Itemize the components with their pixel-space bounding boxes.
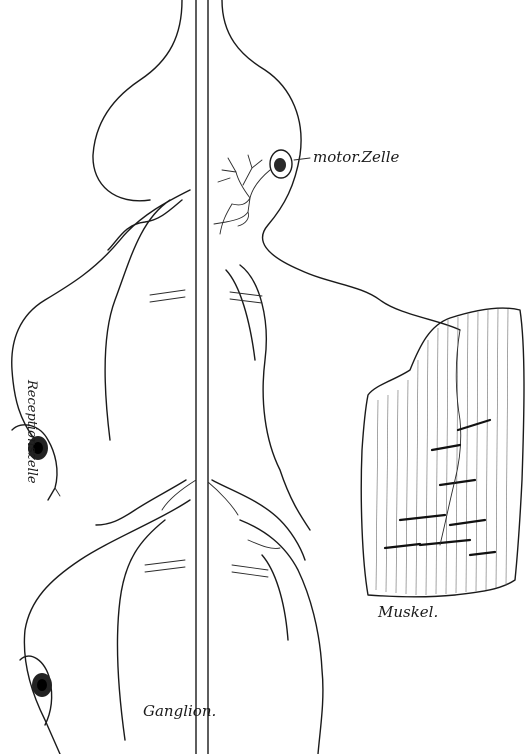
motor-cell-label-group: motor.Zelle	[294, 148, 399, 166]
motor-cell	[214, 150, 292, 234]
ganglion-label: Ganglion.	[143, 702, 216, 720]
motor-cell-label: motor.Zelle	[313, 148, 399, 166]
central-nerve-cord	[196, 0, 208, 754]
muscle-block	[361, 308, 524, 597]
muscle-label: Muskel.	[377, 603, 438, 621]
reception-cell-label: Receptionszelle	[24, 379, 39, 484]
fibre-hatches	[145, 290, 268, 577]
muscle-nerve-endings	[385, 330, 495, 555]
reception-cell-lower	[20, 656, 52, 725]
